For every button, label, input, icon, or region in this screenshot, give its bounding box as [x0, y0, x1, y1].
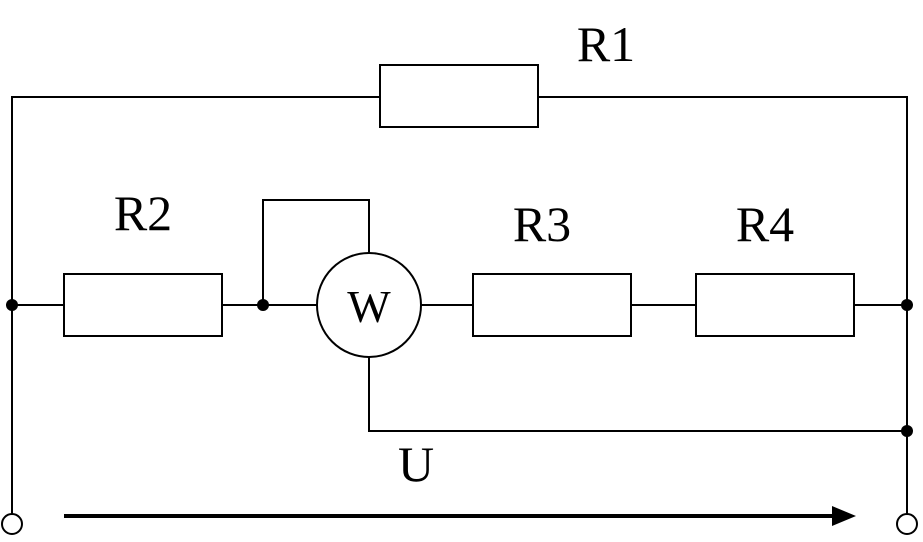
junction-right-mid	[901, 299, 913, 311]
terminal-right	[896, 513, 918, 535]
wattmeter	[316, 252, 422, 358]
wire-meter-voltage-lead	[368, 357, 908, 432]
wattmeter-label: W	[347, 281, 391, 332]
junction-right-low	[901, 425, 913, 437]
resistor-r2-label: R2	[114, 185, 172, 241]
junction-r2-meter	[257, 299, 269, 311]
resistor-r3-label: R3	[513, 196, 571, 252]
junction-left	[6, 299, 18, 311]
resistor-r4-label: R4	[736, 196, 794, 252]
voltage-arrow-head	[832, 506, 856, 526]
resistor-r3	[472, 273, 632, 337]
resistor-r2	[63, 273, 223, 337]
resistor-r1-label: R1	[577, 16, 635, 72]
resistor-r1	[379, 64, 539, 128]
wire-meter-current-loop	[262, 199, 370, 306]
terminal-left	[1, 513, 23, 535]
voltage-label: U	[398, 436, 434, 492]
resistor-r4	[695, 273, 855, 337]
